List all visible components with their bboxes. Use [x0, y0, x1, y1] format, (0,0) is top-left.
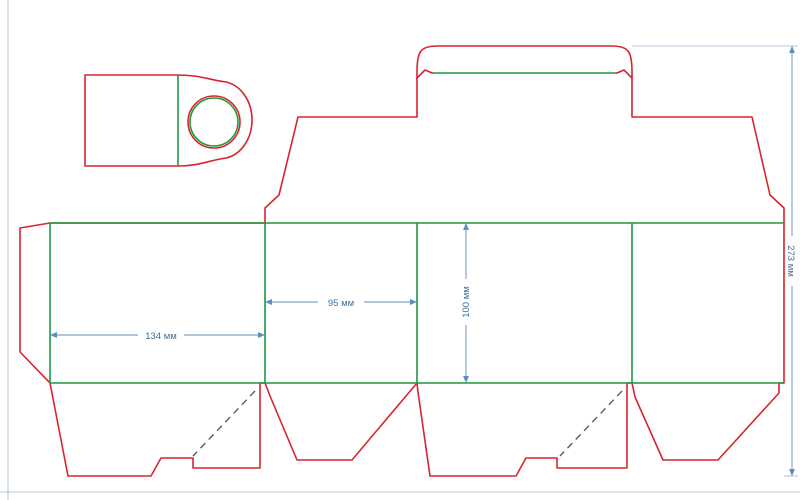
main-cut-outline [19, 45, 785, 477]
fold-lines [49, 72, 784, 384]
hanger-hole-cut [187, 95, 241, 149]
hanger-tab-cut-outline [84, 74, 253, 167]
dimension-label-95: 95 мм [328, 298, 354, 309]
perforation-left [192, 390, 256, 457]
dimension-label-100: 100 мм [461, 286, 472, 318]
perforation-right [559, 390, 623, 457]
dimension-height-100: 100 мм [459, 223, 473, 383]
dimension-label-273: 273 мм [785, 245, 796, 277]
hanger-tab [84, 74, 253, 167]
dimension-label-134: 134 мм [145, 331, 177, 342]
dimension-width-95: 95 мм [265, 295, 417, 309]
perforation-lines [192, 390, 623, 457]
dimension-width-134: 134 мм [50, 328, 265, 342]
lid-tuck-cut [416, 69, 633, 79]
dimension-total-height-273: 273 мм [632, 45, 799, 477]
hanger-hole-fold [189, 97, 239, 147]
